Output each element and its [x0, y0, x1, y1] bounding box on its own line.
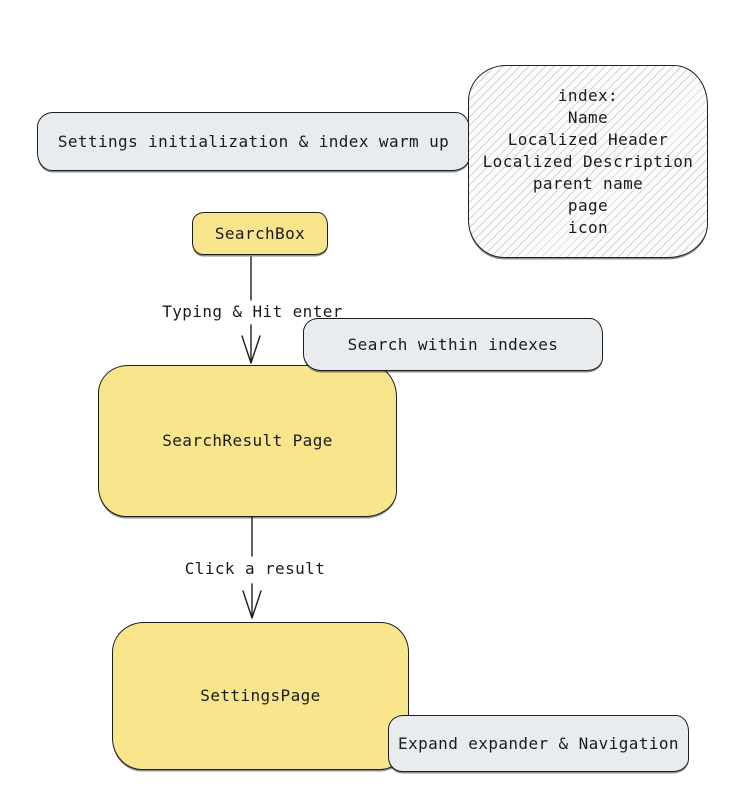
index-field-line: parent name [532, 173, 644, 193]
index-field-line: icon [567, 217, 609, 237]
node-label: Search within indexes [347, 334, 559, 354]
node-label: Expand expander & Navigation [398, 733, 679, 753]
node-search-within-indexes: Search within indexes [303, 318, 603, 371]
node-settings-initialization: Settings initialization & index warm up [37, 112, 470, 171]
edge-label-typing-hit-enter: Typing & Hit enter [162, 302, 343, 321]
node-searchresult-page: SearchResult Page [98, 365, 397, 517]
node-expand-expander-navigation: Expand expander & Navigation [388, 715, 689, 772]
index-field-line: Localized Header [507, 129, 669, 149]
node-searchbox: SearchBox [192, 212, 328, 255]
node-index-fields: index: Name Localized Header Localized D… [468, 65, 708, 258]
arrowhead-icon [242, 590, 262, 619]
node-label: Settings initialization & index warm up [57, 131, 450, 151]
edge-label-click-a-result: Click a result [184, 559, 326, 578]
index-field-line: Name [567, 107, 609, 127]
index-field-line: page [567, 195, 609, 215]
arrowhead-icon [241, 335, 261, 364]
node-label: SearchResult Page [162, 431, 333, 450]
index-field-line: index: [557, 85, 619, 105]
node-settingspage: SettingsPage [112, 622, 409, 770]
index-field-line: Localized Description [482, 151, 694, 171]
node-label: SettingsPage [200, 686, 321, 705]
node-label: SearchBox [214, 223, 306, 243]
